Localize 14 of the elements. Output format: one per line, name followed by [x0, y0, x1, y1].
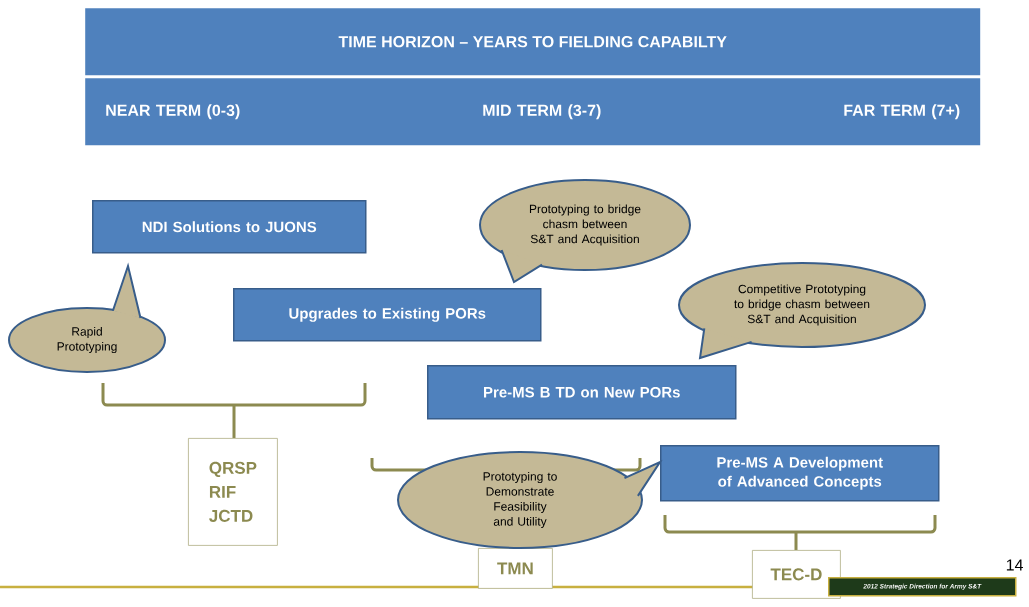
process-box: Pre-MS B TD on New PORs	[427, 365, 737, 420]
process-box: Upgrades to Existing PORs	[233, 288, 542, 342]
speech-bubble: Rapid Prototyping	[8, 262, 166, 373]
header-band: TIME HORIZON – YEARS TO FIELDING CAPABILTY	[85, 8, 981, 76]
speech-bubble: Competitive Prototyping to bridge chasm between S&T and Acquisition	[678, 262, 926, 360]
label-box: TMN	[478, 548, 553, 589]
speech-bubble: Prototyping to Demonstrate Feasibility and Utility	[397, 451, 663, 549]
label-box: QRSP RIF JCTD	[188, 438, 278, 546]
process-box: Pre-MS A Development of Advanced Concepts	[660, 445, 940, 502]
speech-bubble: Prototyping to bridge chasm between S&T and Acquisition	[479, 179, 691, 284]
term-band: NEAR TERM (0-3) MID TERM (3-7) FAR TERM (7+)	[85, 78, 981, 146]
page-number: 14	[1006, 559, 1023, 571]
process-box: NDI Solutions to JUONS	[92, 200, 367, 254]
label-box: TEC-D	[752, 550, 841, 599]
